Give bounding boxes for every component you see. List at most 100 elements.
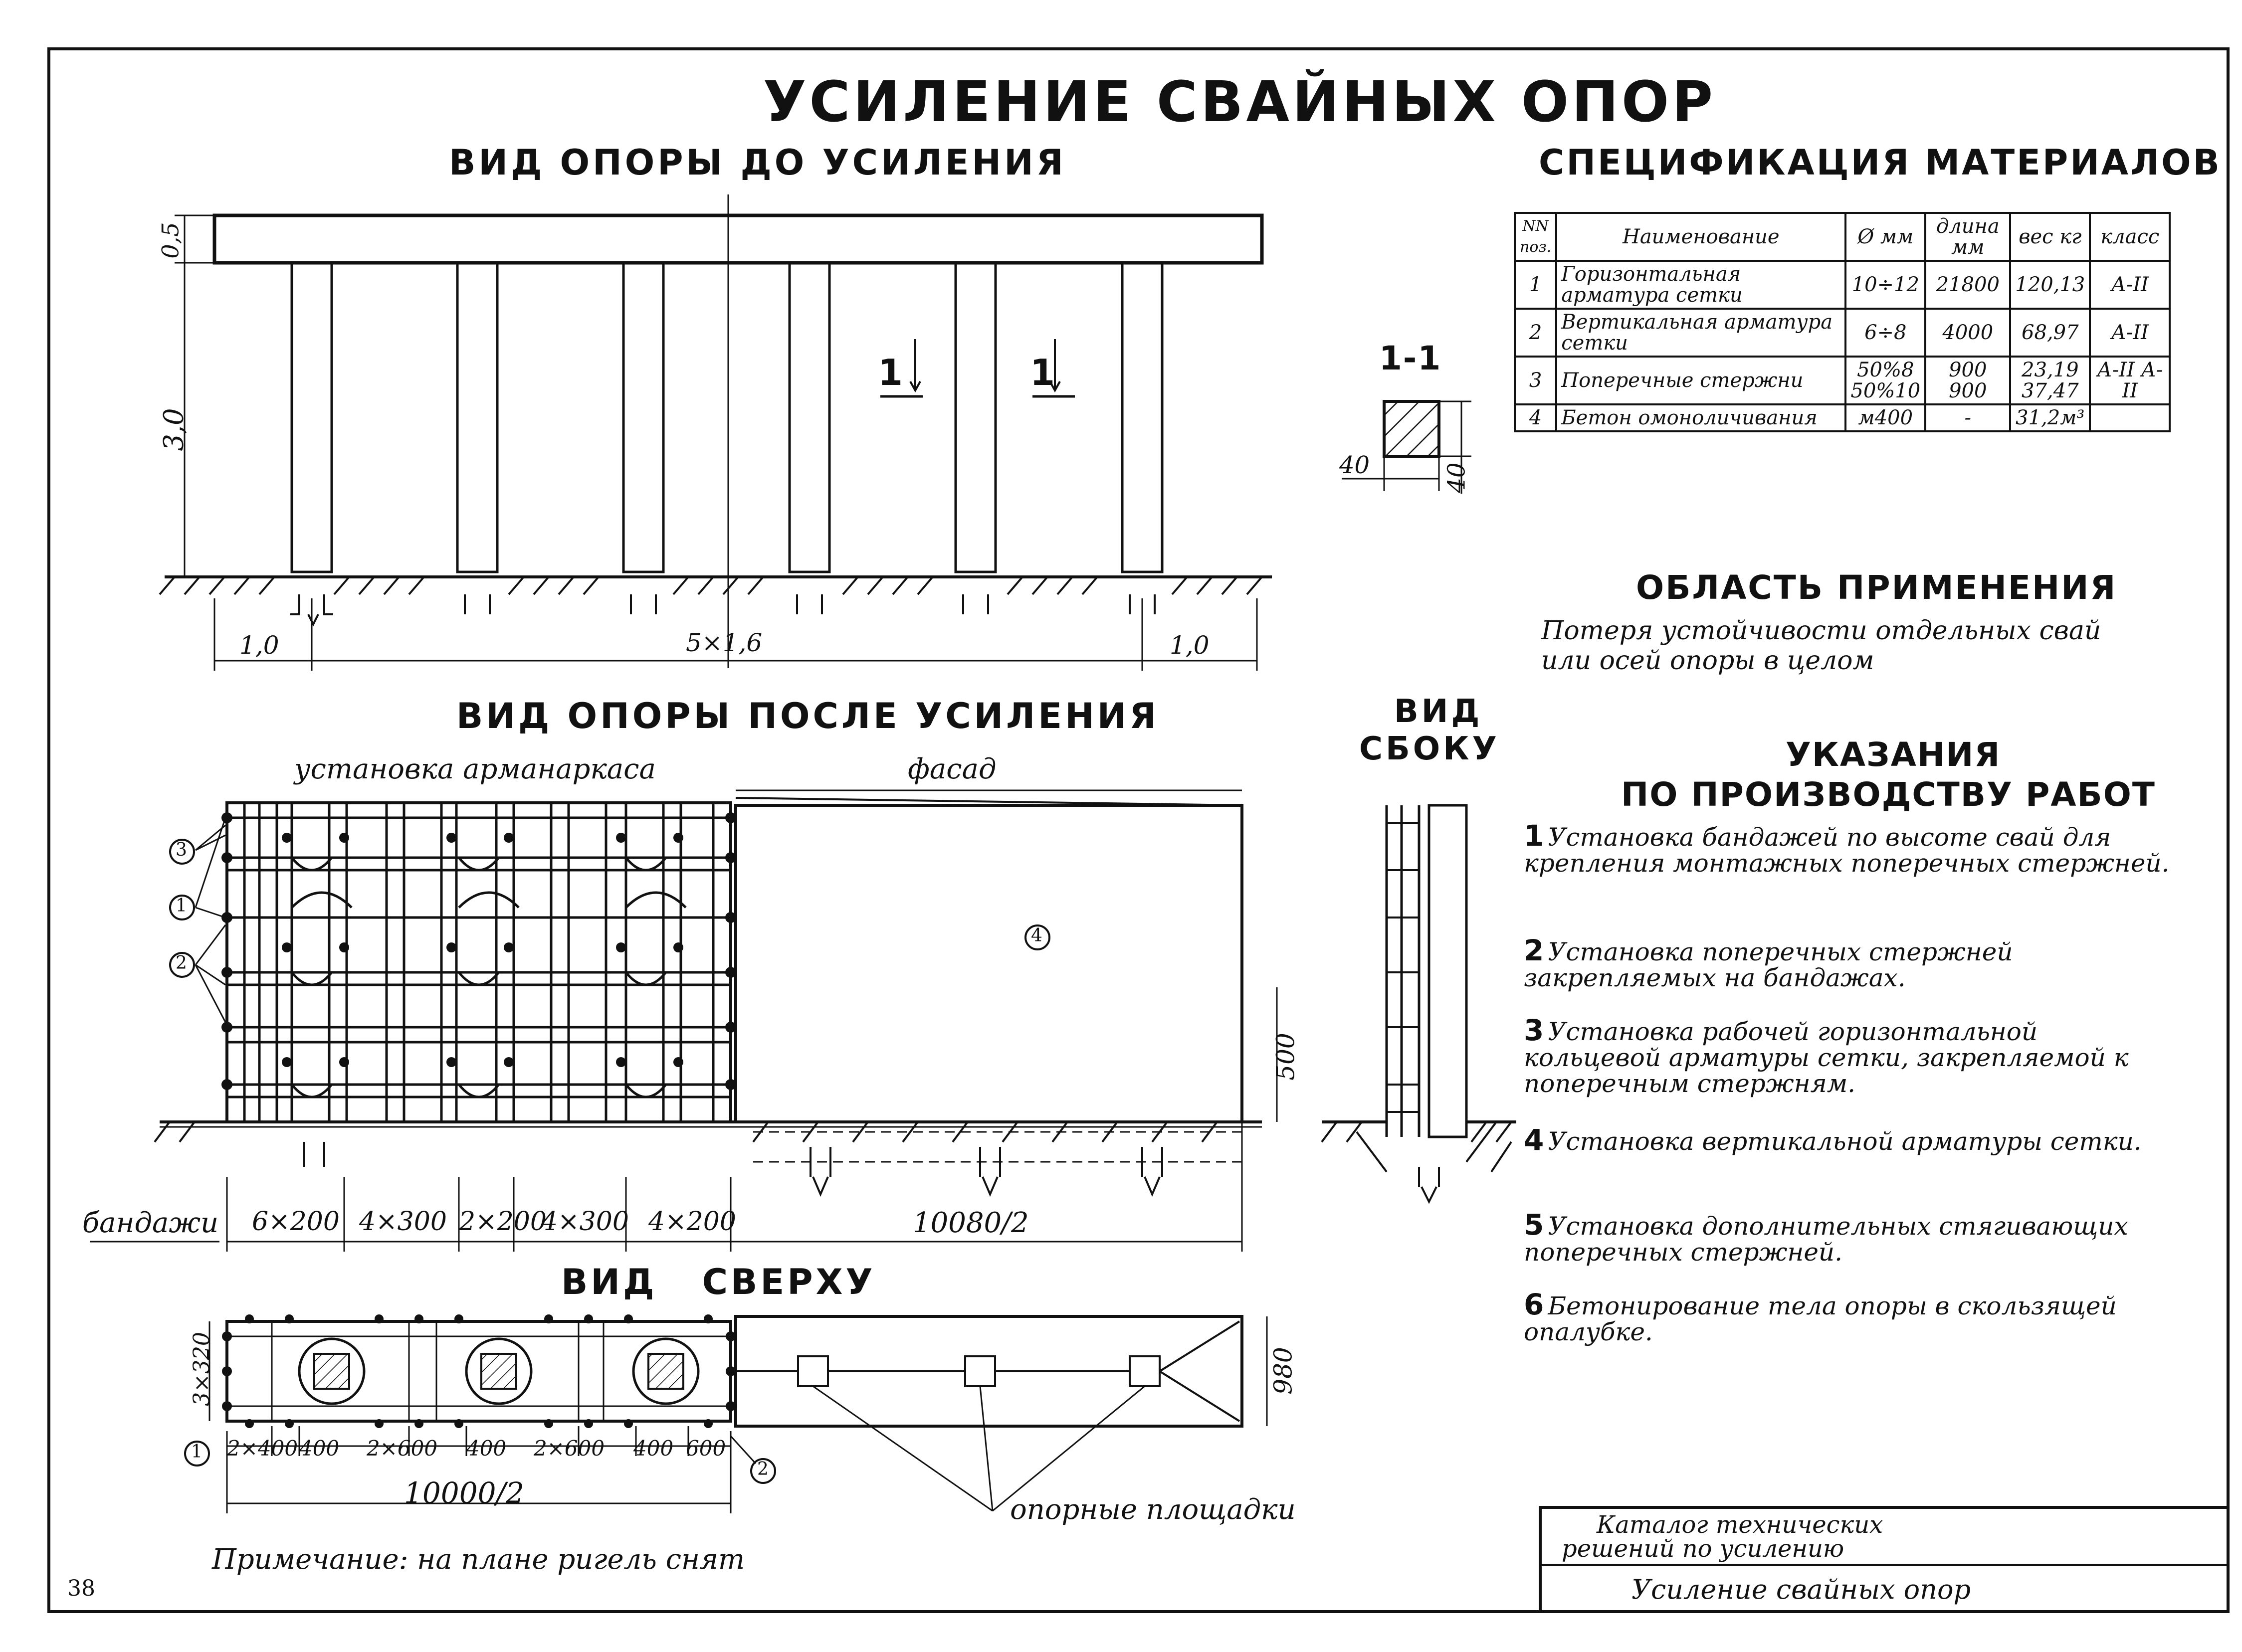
instruction-text: Бетонирование тела опоры в скользящей оп… xyxy=(1524,1291,2117,1346)
top-note: Примечание: на плане ригель снят xyxy=(212,1543,745,1576)
after-dim-3: 2×200 xyxy=(459,1207,547,1237)
drawing-frame xyxy=(47,47,2230,1613)
spec-h-class: класс xyxy=(2089,212,2171,262)
top-dim-4: 400 xyxy=(466,1436,507,1461)
instructions-title-2: ПО ПРОИЗВОДСТВУ РАБОТ xyxy=(1621,775,2156,814)
spec-cell: А-II xyxy=(2089,308,2171,358)
pile-cap xyxy=(212,213,1264,265)
dim-cap-height: 0,5 xyxy=(157,222,184,259)
spec-cell: 900 900 xyxy=(1924,356,2012,405)
facade-dim: 10080/2 xyxy=(913,1207,1029,1239)
instruction-num: 1 xyxy=(1524,819,1544,853)
table-row: 4 Бетон омоноличивания м400 - 31,2м³ xyxy=(1513,403,2171,432)
dim-middle: 5×1,6 xyxy=(686,628,763,657)
spec-cell: А-II А-II xyxy=(2089,356,2171,405)
spec-cell: 4 xyxy=(1513,403,1558,432)
section-mark-1: 1 xyxy=(878,352,903,393)
after-left-caption: установка арманаркаса xyxy=(294,753,656,785)
instruction-text: Установка рабочей горизонтальной кольцев… xyxy=(1524,1017,2129,1098)
top-total-dim: 10000/2 xyxy=(404,1476,524,1510)
top-right-dim: 980 xyxy=(1268,1347,1298,1395)
after-dim-2: 4×300 xyxy=(359,1207,447,1237)
top-view-dots xyxy=(222,1314,736,1428)
spec-cell: 10÷12 xyxy=(1844,260,1927,310)
support-pads-label: опорные площадки xyxy=(1010,1493,1296,1526)
dim-right: 1,0 xyxy=(1170,631,1210,660)
top-left-dim: 3×320 xyxy=(189,1332,214,1406)
spec-title: СПЕЦИФИКАЦИЯ МАТЕРИАЛОВ xyxy=(1539,142,2222,183)
spec-cell: м400 xyxy=(1844,403,1927,432)
facade-outline xyxy=(734,804,1243,1123)
table-row: 2 Вертикальная арматура сетки 6÷8 4000 6… xyxy=(1513,308,2171,358)
spec-cell: 2 xyxy=(1513,308,1558,358)
callout-2: 2 xyxy=(176,953,187,973)
spec-table: NN поз. Наименование Ø мм длина мм вес к… xyxy=(1513,212,2171,432)
after-dim-1: 6×200 xyxy=(252,1207,340,1237)
spec-h-len: длина мм xyxy=(1924,212,2012,262)
spec-cell: Поперечные стержни xyxy=(1555,356,1847,405)
spec-cell: - xyxy=(1924,403,2012,432)
dim-pile-height: 3,0 xyxy=(158,408,190,451)
rebar-dots xyxy=(221,812,736,1090)
callout-4: 4 xyxy=(1031,925,1042,946)
stamp-line-1: Каталог технических xyxy=(1597,1511,1883,1539)
instruction-num: 6 xyxy=(1524,1287,1544,1321)
stamp-line-3: Усиление свайных опор xyxy=(1631,1574,1971,1605)
after-right-caption: фасад xyxy=(908,753,997,785)
view-side-title-1: ВИД xyxy=(1394,693,1483,730)
spec-cell: 31,2м³ xyxy=(2009,403,2091,432)
spec-cell: 4000 xyxy=(1924,308,2012,358)
section-height: 40 xyxy=(1442,462,1471,493)
spec-h-pos: NN поз. xyxy=(1513,212,1558,262)
stamp-line-2: решений по усилению xyxy=(1562,1535,1844,1563)
top-callout-1: 1 xyxy=(191,1442,203,1462)
piles xyxy=(290,261,1164,573)
spec-cell: 23,19 37,47 xyxy=(2009,356,2091,405)
spec-cell: Бетон омоноличивания xyxy=(1555,403,1847,432)
section-mark-2: 1 xyxy=(1030,352,1055,393)
spec-cell xyxy=(2089,403,2171,432)
table-row: 1 Горизонтальная арматура сетки 10÷12 21… xyxy=(1513,260,2171,310)
page-title: УСИЛЕНИЕ СВАЙНЫХ ОПОР xyxy=(763,70,1716,135)
instruction-text: Установка вертикальной арматуры сетки. xyxy=(1548,1127,2142,1156)
application-line-1: Потеря устойчивости отдельных свай xyxy=(1541,616,2101,646)
section-label: 1-1 xyxy=(1379,339,1442,377)
after-dim-5: 4×200 xyxy=(648,1207,736,1237)
page-number: 38 xyxy=(67,1576,95,1601)
top-dim-3: 2×600 xyxy=(367,1436,438,1461)
table-row: 3 Поперечные стержни 50%8 50%10 900 900 … xyxy=(1513,356,2171,405)
reinforcement-cage xyxy=(225,801,732,1123)
callout-1: 1 xyxy=(176,896,187,916)
bandages-label: бандажи xyxy=(82,1207,219,1239)
dim-height-500: 500 xyxy=(1271,1033,1300,1081)
instructions-title-1: УКАЗАНИЯ xyxy=(1786,735,2001,774)
application-title: ОБЛАСТЬ ПРИМЕНЕНИЯ xyxy=(1636,568,2117,607)
title-block: Каталог технических решений по усилению … xyxy=(1539,1506,2230,1613)
top-callout-2: 2 xyxy=(757,1459,769,1479)
section-1-1-square xyxy=(1383,400,1440,458)
instruction-text: Установка дополнительных стягивающих поп… xyxy=(1524,1212,2128,1267)
spec-cell: 120,13 xyxy=(2009,260,2091,310)
callout-3: 3 xyxy=(176,840,187,860)
view-before-title: ВИД ОПОРЫ ДО УСИЛЕНИЯ xyxy=(449,142,1066,183)
after-dim-4: 4×300 xyxy=(541,1207,629,1237)
top-view-drawing xyxy=(208,1315,1268,1513)
top-dim-5: 2×600 xyxy=(534,1436,605,1461)
section-width: 40 xyxy=(1339,451,1370,479)
application-line-2: или осей опоры в целом xyxy=(1541,646,1874,676)
side-view-drawing xyxy=(1321,804,1516,1204)
instruction-text: Установка поперечных стержней закрепляем… xyxy=(1524,937,2013,992)
instruction-text: Установка бандажей по высоте свай для кр… xyxy=(1524,823,2170,878)
view-after-title: ВИД ОПОРЫ ПОСЛЕ УСИЛЕНИЯ xyxy=(456,696,1160,736)
top-dim-6: 400 xyxy=(633,1436,674,1461)
spec-cell: А-II xyxy=(2089,260,2171,310)
instruction-num: 5 xyxy=(1524,1208,1544,1242)
spec-header-row: NN поз. Наименование Ø мм длина мм вес к… xyxy=(1513,212,2171,262)
spec-cell: 50%8 50%10 xyxy=(1844,356,1927,405)
instruction-num: 3 xyxy=(1524,1013,1544,1047)
